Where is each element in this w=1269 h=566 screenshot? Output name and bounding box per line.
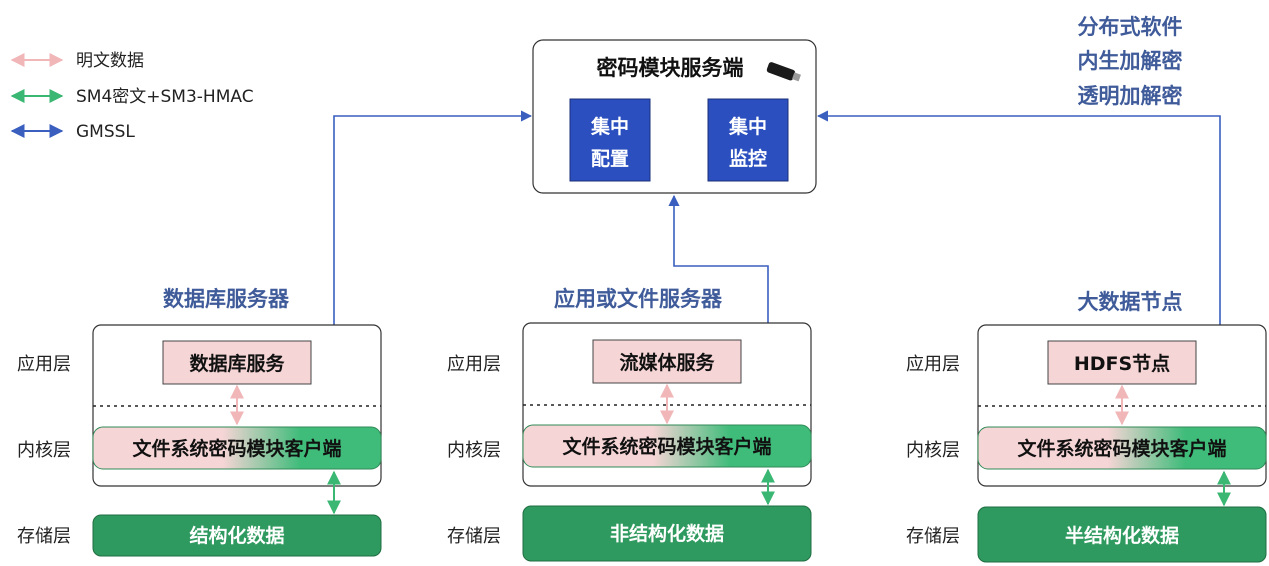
layer-label-app: 应用层 xyxy=(17,354,71,375)
note-line: 分布式软件 xyxy=(1078,15,1183,39)
central-monitor-line1: 集中 xyxy=(728,115,767,138)
service-box xyxy=(1047,340,1197,385)
layer-label-kernel: 内核层 xyxy=(447,440,501,461)
layer-label-kernel: 内核层 xyxy=(906,440,960,461)
group-bigdata-node: 大数据节点 应用层 内核层 存储层 HDFS节点 文件系统密码模块客户端 半结构… xyxy=(906,290,1267,563)
usb-key-icon xyxy=(766,62,801,82)
client-box xyxy=(977,426,1267,470)
legend-item-gmssl: GMSSL xyxy=(10,122,135,142)
crypto-module-server: 密码模块服务端 集中 配置 集中 监控 xyxy=(532,39,817,194)
storage-box xyxy=(977,506,1267,563)
central-monitor-box xyxy=(707,98,789,182)
legend-item-plaintext: 明文数据 xyxy=(10,51,144,71)
gmssl-connector-db xyxy=(328,110,533,407)
layer-label-app: 应用层 xyxy=(906,354,960,375)
layer-label-app: 应用层 xyxy=(447,354,501,375)
client-label: 文件系统密码模块客户端 xyxy=(562,435,771,458)
storage-label: 半结构化数据 xyxy=(1065,524,1179,547)
group-database-server: 数据库服务器 应用层 内核层 存储层 数据库服务 文件系统密码模块客户端 结构化… xyxy=(17,287,382,557)
central-config-line1: 集中 xyxy=(590,115,629,138)
group-title: 大数据节点 xyxy=(1078,290,1183,314)
service-label: HDFS节点 xyxy=(1074,353,1170,375)
legend-label: SM4密文+SM3-HMAC xyxy=(76,87,254,107)
distributed-note: 分布式软件 内生加解密 透明加解密 xyxy=(1078,15,1183,108)
client-box xyxy=(92,426,382,470)
storage-label: 非结构化数据 xyxy=(610,522,724,545)
client-label: 文件系统密码模块客户端 xyxy=(1017,437,1226,460)
legend-label: GMSSL xyxy=(76,122,135,142)
server-title: 密码模块服务端 xyxy=(597,56,744,80)
layer-label-storage: 存储层 xyxy=(447,526,501,547)
layer-label-storage: 存储层 xyxy=(906,526,960,547)
gmssl-connector-bigdata xyxy=(816,110,1226,408)
service-box xyxy=(592,339,742,384)
group-title: 应用或文件服务器 xyxy=(554,287,723,311)
group-title: 数据库服务器 xyxy=(163,287,290,311)
legend-item-encrypted: SM4密文+SM3-HMAC xyxy=(10,87,254,107)
central-config-line2: 配置 xyxy=(591,148,629,170)
service-label: 数据库服务 xyxy=(189,352,285,375)
layer-label-storage: 存储层 xyxy=(17,526,71,547)
client-label: 文件系统密码模块客户端 xyxy=(132,437,341,460)
storage-box xyxy=(92,514,382,557)
central-config-box xyxy=(569,98,651,182)
service-box xyxy=(162,340,312,385)
layer-label-kernel: 内核层 xyxy=(17,440,71,461)
storage-label: 结构化数据 xyxy=(189,524,284,547)
service-label: 流媒体服务 xyxy=(619,351,715,374)
note-line: 透明加解密 xyxy=(1078,84,1183,108)
legend: 明文数据 SM4密文+SM3-HMAC GMSSL xyxy=(10,51,254,142)
note-line: 内生加解密 xyxy=(1078,49,1183,73)
central-monitor-line2: 监控 xyxy=(729,147,767,170)
legend-label: 明文数据 xyxy=(76,51,144,71)
client-box xyxy=(522,424,812,468)
group-app-file-server: 应用或文件服务器 应用层 内核层 存储层 流媒体服务 文件系统密码模块客户端 非… xyxy=(447,287,812,562)
storage-box xyxy=(522,505,812,562)
